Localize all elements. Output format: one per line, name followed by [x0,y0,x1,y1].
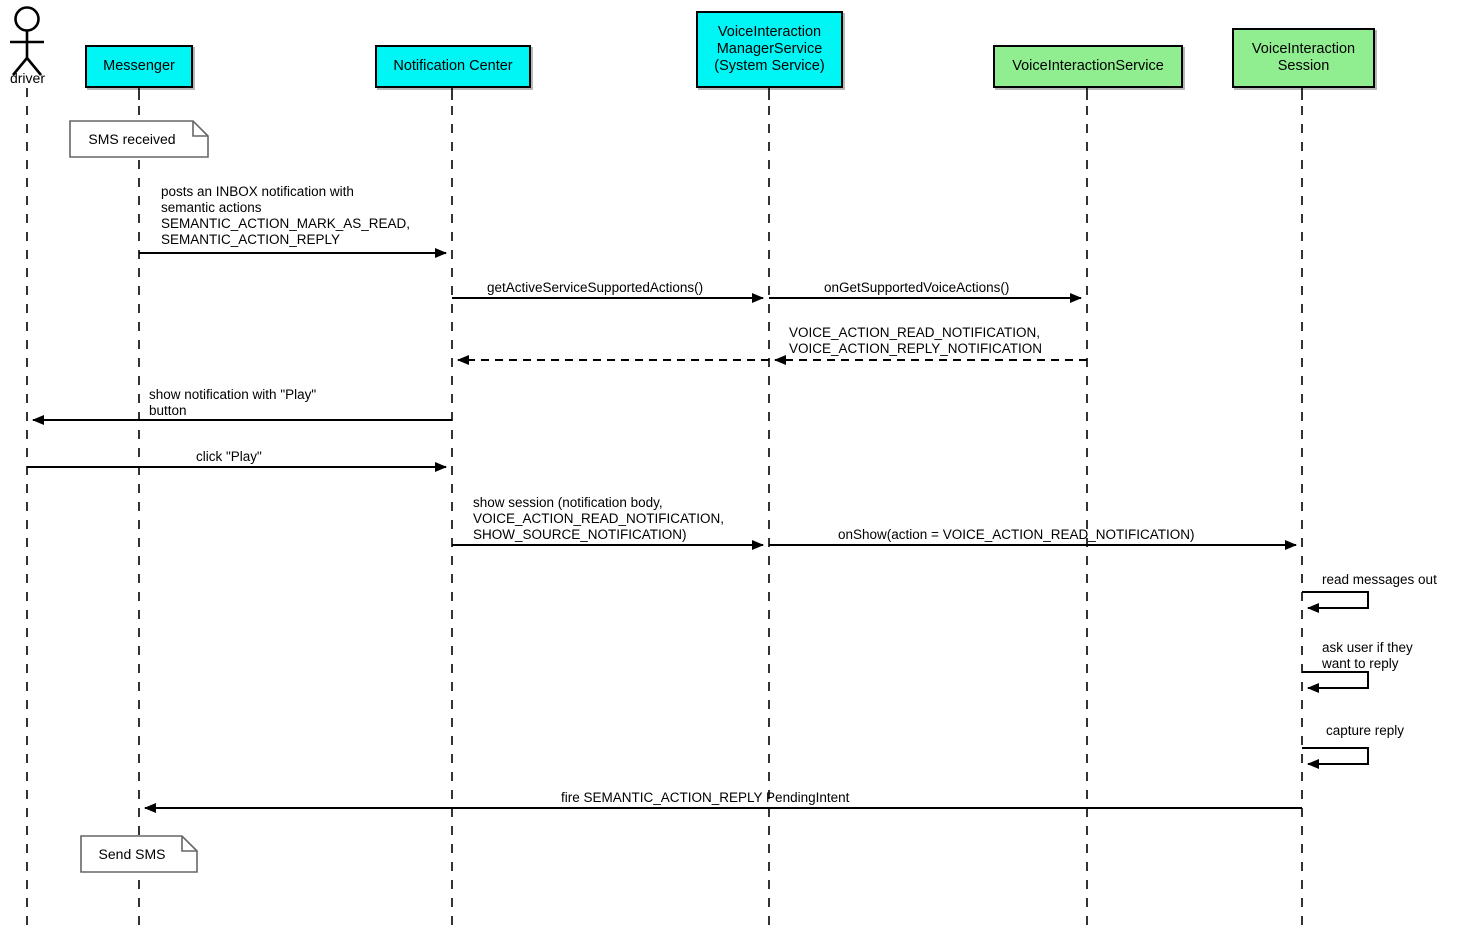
message-label-return-supported-actions-to-manager: VOICE_ACTION_READ_NOTIFICATION, VOICE_AC… [789,325,1043,356]
box-stems [138,88,1303,100]
self-call-ask-user-if-they-want-to-reply [1302,671,1369,693]
lifelines-group [26,88,1303,929]
note-shape-sms-received [69,120,209,158]
message-label-click-play: click "Play" [196,449,262,464]
messages-group [27,248,1302,813]
note-sms-received: SMS received [69,120,209,158]
self-call-label-capture-reply: capture reply [1326,723,1405,738]
message-label-post-inbox-notification: posts an INBOX notification with semanti… [161,184,411,247]
note-send-sms: Send SMS [80,835,198,873]
participant-messenger-label: Messenger [103,58,175,74]
self-call-read-messages-out [1302,591,1369,613]
self-call-label-read-messages-out: read messages out [1322,572,1437,587]
participant-voice-interaction-service-label: VoiceInteractionService [1012,58,1164,74]
note-sms-received-label: SMS received [88,131,176,147]
message-label-show-notification-with-play-button: show notification with "Play" button [149,387,317,418]
actor-driver-icon [10,6,44,76]
participant-notification-center-label: Notification Center [393,58,513,74]
actor-driver-label: driver [9,70,45,86]
message-label-on-show: onShow(action = VOICE_ACTION_READ_NOTIFI… [838,527,1195,542]
participant-voice-interaction-manager-service[interactable]: VoiceInteraction ManagerService (System … [696,11,843,88]
participant-messenger[interactable]: Messenger [85,45,193,88]
participant-notification-center[interactable]: Notification Center [375,45,531,88]
self-call-label-ask-user-if-they-want-to-reply: ask user if they want to reply [1322,640,1413,671]
message-label-show-session: show session (notification body, VOICE_A… [473,495,725,542]
message-label-on-get-supported-voice-actions: onGetSupportedVoiceActions() [824,280,1010,295]
participant-voice-interaction-session-label: VoiceInteraction Session [1251,41,1356,74]
participant-voice-interaction-manager-service-label: VoiceInteraction ManagerService (System … [714,24,825,74]
participant-voice-interaction-session[interactable]: VoiceInteraction Session [1232,28,1375,88]
message-label-get-active-service-supported-actions: getActiveServiceSupportedActions() [487,280,704,295]
self-calls-group [1302,591,1369,769]
participant-voice-interaction-service[interactable]: VoiceInteractionService [993,45,1183,88]
message-label-fire-semantic-action-reply-pending-intent: fire SEMANTIC_ACTION_REPLY PendingIntent [561,790,850,805]
self-call-capture-reply [1302,747,1369,769]
note-shape-send-sms [80,835,198,873]
note-send-sms-label: Send SMS [98,846,166,862]
